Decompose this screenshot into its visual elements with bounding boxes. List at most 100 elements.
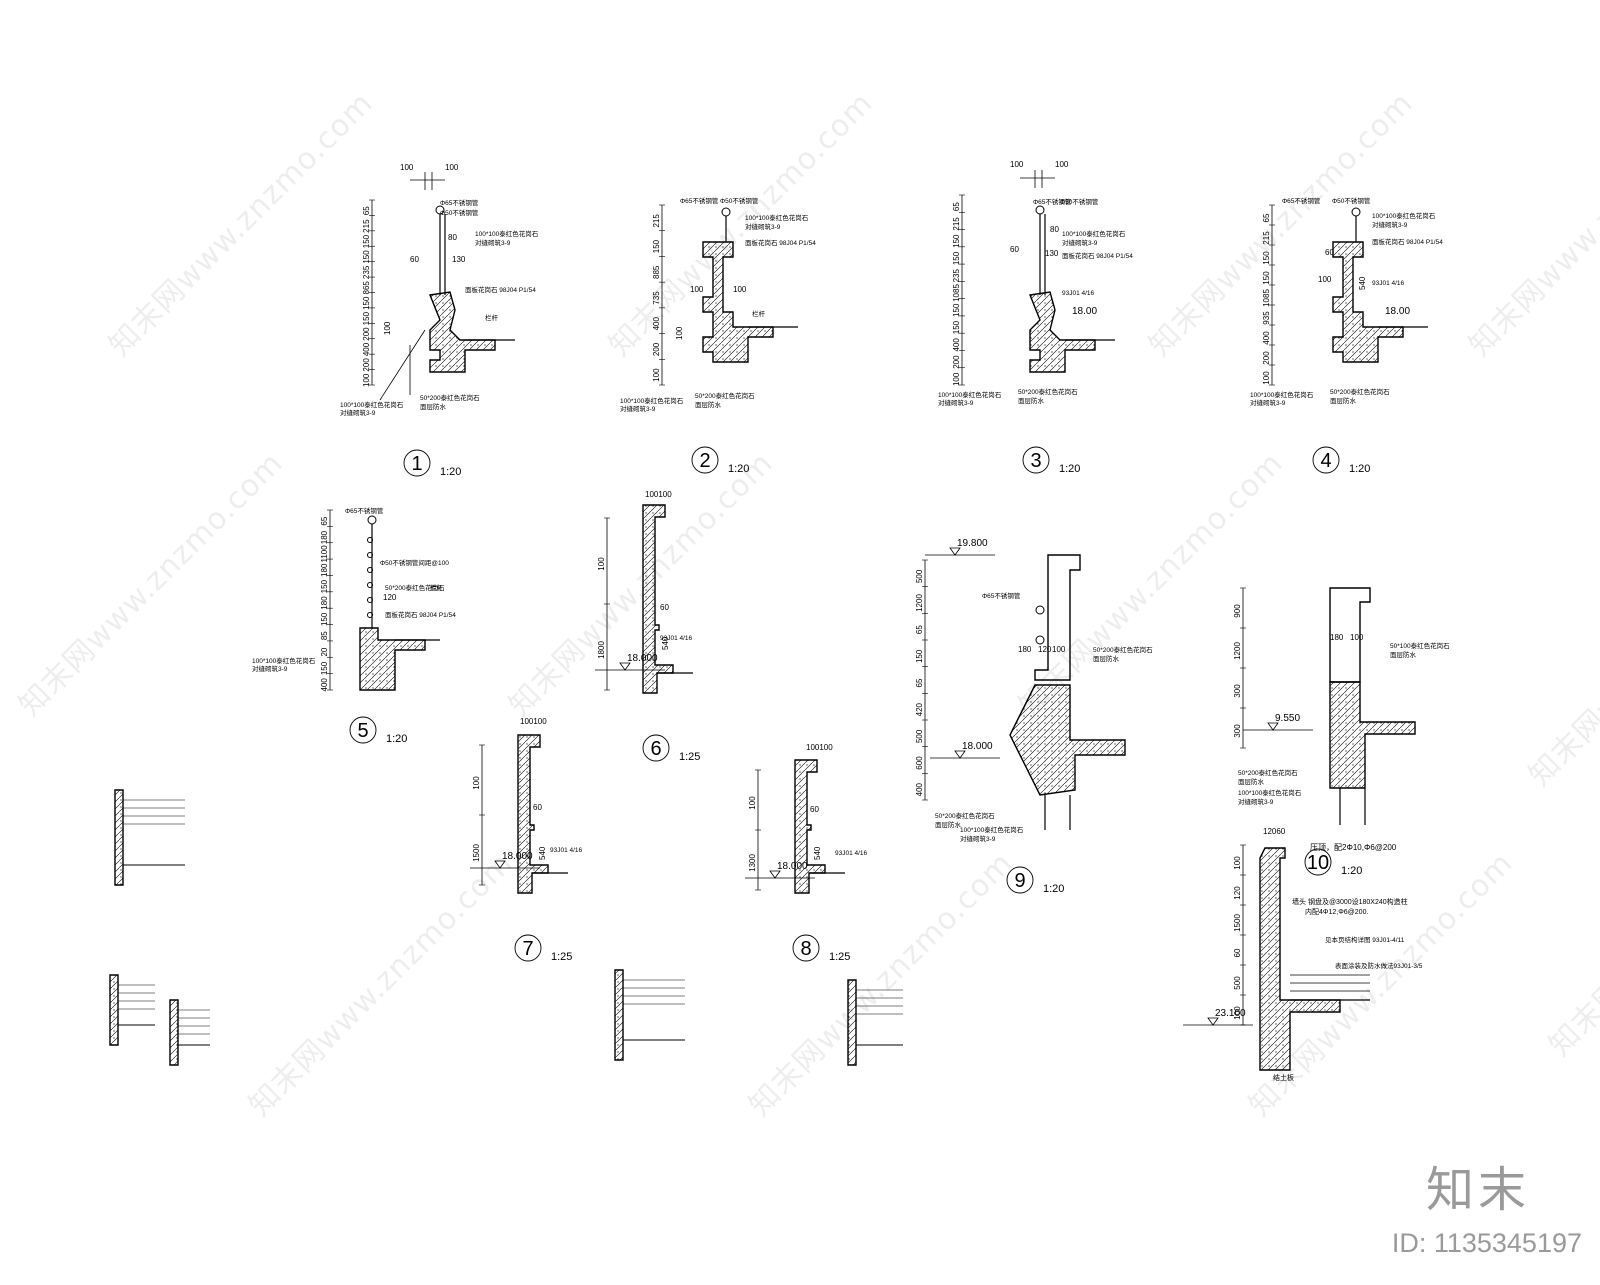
annotation-note: 100*100泰红色花岗石 (252, 656, 316, 665)
annotation-note: 栏杆 (430, 583, 444, 592)
railing-bar (367, 597, 373, 603)
dimension-text: 100 (733, 285, 747, 294)
dimension-text: 100 (1010, 160, 1024, 169)
annotation-note: 对缝砌筑3-9 (1238, 797, 1274, 806)
annotation-note: 100*100泰红色花岗石 (745, 213, 809, 222)
annotation-note: 对缝砌筑3-9 (1250, 398, 1286, 407)
annotation-note: Φ50不锈钢管 (1332, 196, 1371, 205)
annotation-note: Φ65不锈钢管 (345, 506, 384, 515)
annotation-note: 面层防水 (1390, 650, 1417, 659)
level-value: 18.000 (777, 861, 808, 872)
dimension-text: 150 (320, 612, 329, 626)
railing-bar (367, 567, 373, 573)
dimension-text: 200 (652, 342, 661, 356)
sketch-detail-wall (114, 789, 124, 886)
annotation-note: 面层防水 (1093, 654, 1120, 663)
parapet-section (1029, 291, 1096, 373)
annotation-note: 100*100泰红色花岗石 (1372, 211, 1436, 220)
dimension-text: 400 (1262, 331, 1271, 345)
dimension-text: 1200 (1233, 642, 1242, 660)
dimension-text: 500 (1233, 976, 1242, 990)
parapet-section (1332, 241, 1404, 363)
dimension-text: 180 (1330, 633, 1344, 642)
annotation-note: 93J01 4/16 (550, 847, 583, 854)
parapet-section (429, 291, 496, 373)
annotation-note: 对缝砌筑3-9 (340, 408, 376, 417)
annotation-note: 50*200泰红色花岗石 (1093, 645, 1153, 654)
dimension-text: 120 (1233, 886, 1242, 900)
brand-logo: 知末 (1425, 1162, 1530, 1218)
annotation-note: Φ65不锈钢管 (680, 196, 719, 205)
dimension-text: 150 (1262, 251, 1271, 265)
dimension-text: 400 (362, 342, 371, 356)
parapet-section (359, 627, 426, 691)
parapet-wall-section (794, 759, 826, 894)
dimension-text: 150 (362, 234, 371, 248)
dimension-text: 60 (1325, 248, 1334, 257)
parapet-section (702, 241, 774, 363)
annotation-note: 压顶，配2Φ10,Φ6@200 (1310, 843, 1397, 852)
detail-scale: 1:20 (386, 733, 407, 745)
handrail-pipe (1035, 635, 1045, 645)
annotation-note: 50*200泰红色花岗石 (420, 393, 480, 402)
dimension-text: 735 (652, 291, 661, 305)
detail-scale: 1:25 (829, 951, 850, 963)
dimension-text: 150 (320, 661, 329, 675)
handrail-pipe (1351, 207, 1361, 217)
dimension-text: 100100 (806, 743, 833, 752)
annotation-note: 栏杆 (752, 309, 766, 318)
annotation-note: 100*100泰红色花岗石 (620, 396, 684, 405)
annotation-note: 结土板 (1273, 1073, 1294, 1082)
detail-number-circle (1022, 446, 1050, 474)
annotation-note: 93J01 4/16 (1372, 280, 1405, 287)
dimension-text: 150 (1262, 271, 1271, 285)
detail-number: 4 (1320, 450, 1331, 472)
dimension-text: 150 (952, 320, 961, 334)
sketch-detail-wall (614, 969, 624, 1061)
detail-number: 10 (1307, 852, 1329, 874)
level-marker (1267, 722, 1279, 731)
annotation-note: 面板花岗石 98J04 P1/54 (745, 238, 816, 247)
level-marker (494, 860, 506, 869)
dimension-text: 500 (915, 729, 924, 743)
dimension-text: 235 (362, 265, 371, 279)
annotation-note: 面板花岗石 98J04 P1/54 (465, 285, 536, 294)
dimension-text: 100 (1052, 645, 1066, 654)
annotation-note: 50*200泰红色花岗石 (1018, 387, 1078, 396)
dimension-text: 200 (1262, 351, 1271, 365)
level-value: 18.000 (627, 653, 658, 664)
dimension-text: 180 (320, 530, 329, 544)
annotation-note: 面层防水 (695, 400, 722, 409)
level-value: 19.800 (957, 538, 988, 549)
dimension-text: 200 (362, 327, 371, 341)
detail-scale: 1:20 (1059, 463, 1080, 475)
dimension-text: 18.00 (1385, 306, 1410, 317)
dimension-text: 1100 (320, 545, 329, 563)
dimension-text: 400 (915, 782, 924, 796)
sketch-detail-wall (847, 979, 857, 1066)
annotation-note: 100*100泰红色花岗石 (1238, 788, 1302, 797)
annotation-note: 对缝砌筑3-9 (1372, 220, 1408, 229)
annotation-note: 50*200泰红色花岗石 (1330, 387, 1390, 396)
detail-number: 2 (699, 450, 710, 472)
dimension-text: 120 (1038, 645, 1052, 654)
railing-bar (367, 537, 373, 543)
detail-number-circle (349, 716, 377, 744)
dimension-text: 100 (383, 321, 392, 335)
dimension-text: 65 (1262, 213, 1271, 222)
leader-line (379, 329, 426, 401)
dimension-text: 400 (652, 316, 661, 330)
annotation-note: 100*100泰红色花岗石 (1062, 229, 1126, 238)
dimension-text: 540 (1358, 276, 1367, 290)
annotation-note: Φ65不锈钢管 (440, 198, 479, 207)
dimension-text: 180 (1018, 645, 1032, 654)
handrail-pipe (721, 207, 731, 217)
dimension-text: 400 (952, 338, 961, 352)
dimension-text: 1500 (1233, 914, 1242, 932)
level-value: 18.000 (962, 741, 993, 752)
annotation-note: 100*100泰红色花岗石 (475, 229, 539, 238)
dimension-text: 65 (320, 516, 329, 525)
detail-scale: 1:20 (1349, 463, 1370, 475)
dimension-text: 180 (320, 563, 329, 577)
dimension-text: 540 (813, 846, 822, 860)
